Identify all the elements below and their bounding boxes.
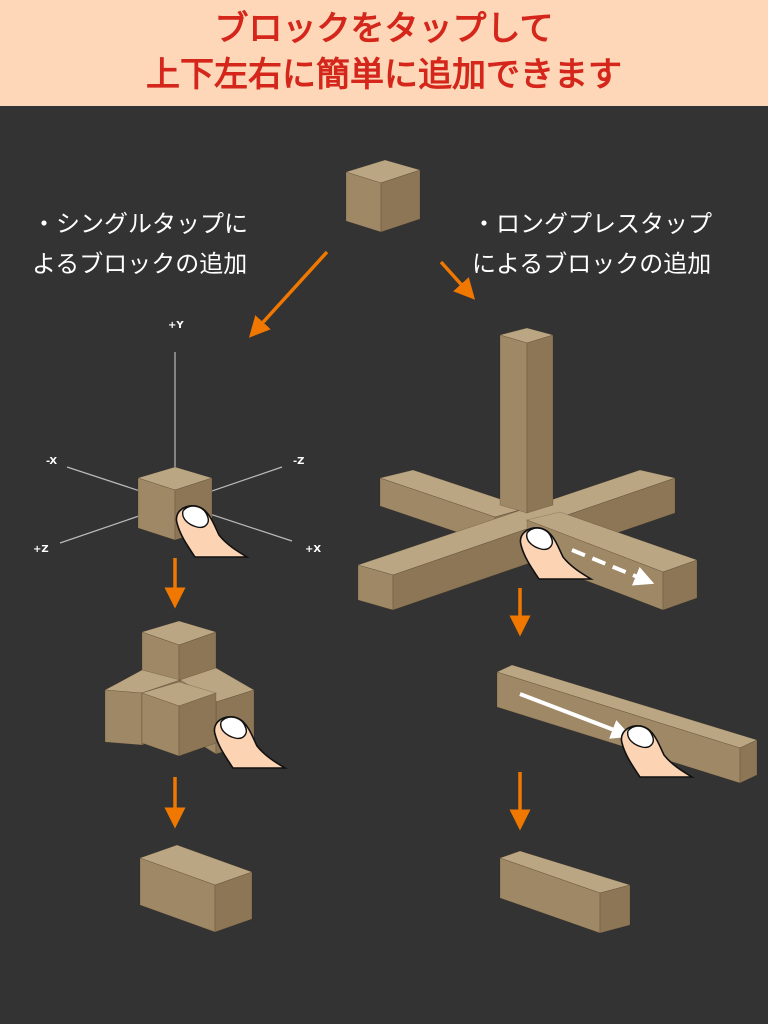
wood-block-right-face <box>599 884 631 934</box>
single-tap-caption-line1: ・シングルタップに <box>32 210 248 238</box>
axis-labels: +Y -X -Z +Z +X <box>33 320 321 555</box>
axis-label-minus-x: -X <box>46 456 57 467</box>
wood-block-sample[interactable] <box>344 159 422 233</box>
finger-press-icon <box>519 527 594 580</box>
wood-block-bar-x-front[interactable] <box>525 511 698 611</box>
finger-tap-icon <box>175 505 250 558</box>
header-title-line2: 上下左右に簡単に追加できます <box>146 55 622 95</box>
finger-press-icon <box>620 725 695 778</box>
wood-block-right-face <box>380 169 421 233</box>
wood-block-column-y[interactable] <box>498 327 555 514</box>
wood-block-long-bar[interactable] <box>496 664 758 784</box>
long-press-caption: ・ロングプレスタップ によるブロックの追加 <box>472 204 712 284</box>
wood-block-right-face <box>739 739 758 784</box>
swipe-arrow-dashed <box>571 548 655 586</box>
wood-block-final-left[interactable] <box>139 844 253 933</box>
axis-label-plus-z: +Z <box>33 544 49 555</box>
arrow-to-long-press <box>439 260 476 300</box>
wood-block-right-face <box>214 871 253 933</box>
finger-tap-icon <box>213 716 288 769</box>
axis-label-minus-z: -Z <box>293 456 304 467</box>
wood-block-right-face <box>662 559 698 611</box>
long-press-caption-line1: ・ロングプレスタップ <box>472 210 712 238</box>
header-title-line1: ブロックをタップして <box>214 9 554 49</box>
wood-block-right-face <box>526 334 554 514</box>
axis-label-plus-x: +X <box>305 544 321 555</box>
wood-block-right-face <box>178 692 217 757</box>
wood-block-left-face <box>104 689 143 746</box>
wood-block-left-face <box>499 334 528 514</box>
long-press-caption-line2: によるブロックの追加 <box>472 250 712 278</box>
flow-arrows <box>164 250 531 831</box>
arrow-to-single-tap <box>248 250 329 338</box>
wood-block-cross-center[interactable] <box>141 681 217 757</box>
wood-block-final-right[interactable] <box>499 850 632 934</box>
single-tap-caption: ・シングルタップに よるブロックの追加 <box>32 204 248 284</box>
axis-label-plus-y: +Y <box>168 320 184 331</box>
single-tap-caption-line2: よるブロックの追加 <box>32 250 248 278</box>
swipe-arrow-solid <box>519 692 632 739</box>
header-banner: ブロックをタップして 上下左右に簡単に追加できます <box>0 0 768 106</box>
